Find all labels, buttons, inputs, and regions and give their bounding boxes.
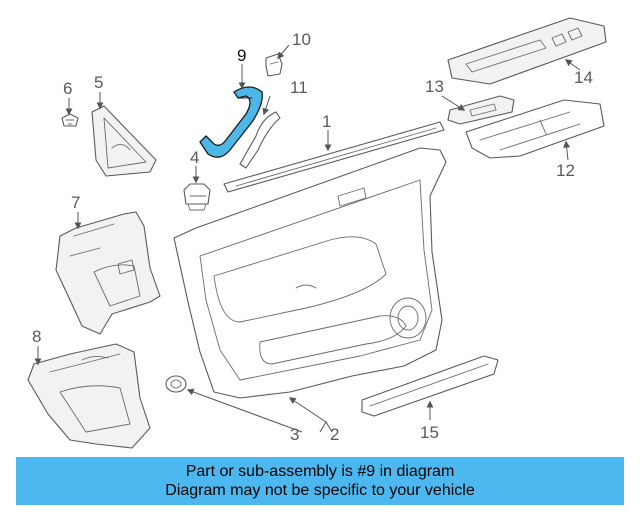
part-6-clip	[61, 113, 79, 127]
part-8-lower-cover	[27, 343, 151, 449]
callout-3: 3	[290, 425, 299, 444]
banner-line-1: Part or sub-assembly is #9 in diagram	[185, 463, 455, 480]
callout-12: 12	[556, 161, 575, 180]
part-10-clip	[265, 53, 283, 77]
callout-8: 8	[32, 327, 41, 346]
part-12-bracket	[465, 99, 605, 159]
part-14-switch-panel	[447, 17, 607, 85]
part-13-switch	[447, 95, 515, 125]
part-7-trim-panel	[55, 211, 161, 335]
part-3-grommet	[165, 375, 187, 393]
callout-10: 10	[292, 30, 311, 49]
callout-5: 5	[94, 73, 103, 92]
part-9-pull-handle[interactable]	[199, 86, 263, 158]
callout-2: 2	[330, 425, 339, 444]
part-4-push-pin	[183, 183, 211, 211]
part-11-trim-strip	[239, 111, 281, 169]
callout-14: 14	[574, 68, 593, 87]
info-banner: Part or sub-assembly is #9 in diagram Di…	[16, 457, 624, 505]
leader-lines	[34, 44, 581, 433]
part-5-mirror-trim	[91, 105, 157, 177]
parts-diagram: 1 2 3 4 5 6 7 8 9 10 11 12 13 14 15	[27, 17, 607, 449]
callout-11: 11	[290, 78, 308, 97]
callout-7: 7	[71, 193, 80, 212]
callout-1: 1	[322, 112, 331, 131]
callout-4: 4	[190, 148, 199, 167]
part-15-trim-strip	[361, 355, 499, 417]
part-2-door-panel	[173, 147, 447, 399]
callout-15: 15	[420, 423, 439, 442]
callout-6: 6	[63, 79, 72, 98]
callout-9: 9	[237, 46, 246, 65]
banner-line-2: Diagram may not be specific to your vehi…	[165, 482, 475, 499]
callout-labels: 1 2 3 4 5 6 7 8 9 10 11 12 13 14 15	[32, 30, 593, 444]
callout-13: 13	[425, 77, 444, 96]
part-1-window-sweep	[223, 121, 445, 193]
